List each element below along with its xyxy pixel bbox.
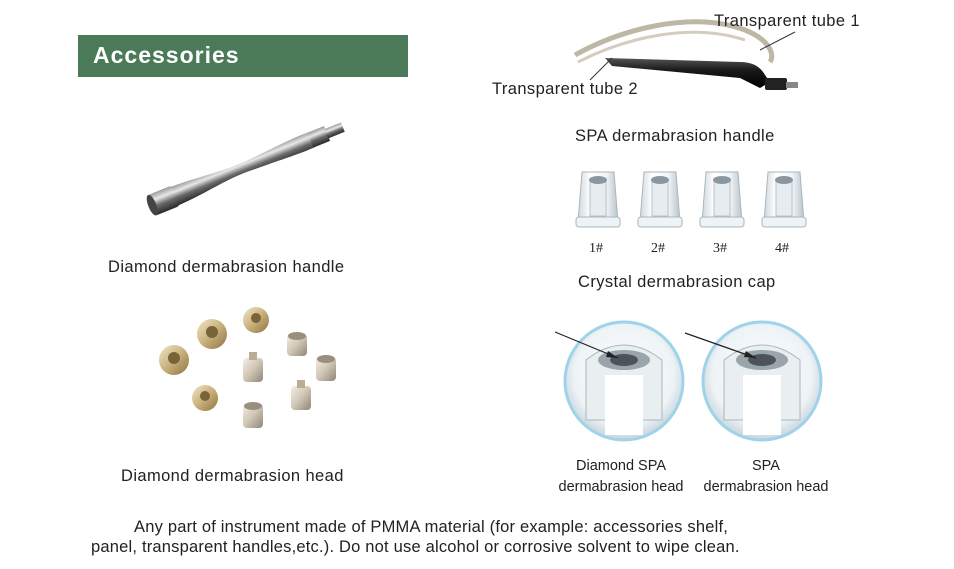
care-note: Any part of instrument made of PMMA mate… xyxy=(91,517,893,557)
diamond-spa-head-label-line1: Diamond SPA xyxy=(576,458,666,474)
diamond-handle-caption: Diamond dermabrasion handle xyxy=(108,258,345,276)
cap-number-1: 1# xyxy=(589,241,603,256)
spa-head-closeup xyxy=(684,320,823,442)
care-note-line2: panel, transparent handles,etc.). Do not… xyxy=(91,538,740,556)
cap-number-3: 3# xyxy=(713,241,727,256)
diamond-spa-head-closeup xyxy=(554,320,685,442)
crystal-cap-caption: Crystal dermabrasion cap xyxy=(578,273,776,291)
section-header-bar xyxy=(78,35,408,77)
spa-head-label-line2: dermabrasion head xyxy=(703,479,829,495)
diamond-spa-head-label: Diamond SPA dermabrasion head xyxy=(550,456,692,498)
spa-head-label: SPA dermabrasion head xyxy=(695,456,837,498)
cap-number-4: 4# xyxy=(775,241,789,256)
diamond-heads-image xyxy=(159,307,336,428)
diamond-head-caption: Diamond dermabrasion head xyxy=(121,467,344,485)
spa-head-label-line1: SPA xyxy=(752,458,780,474)
crystal-caps-image xyxy=(575,171,807,228)
care-note-line1: Any part of instrument made of PMMA mate… xyxy=(134,518,729,536)
tube1-label: Transparent tube 1 xyxy=(714,12,861,30)
spa-handle-caption: SPA dermabrasion handle xyxy=(575,127,775,145)
tube2-label: Transparent tube 2 xyxy=(492,80,639,98)
diamond-spa-head-label-line2: dermabrasion head xyxy=(558,479,684,495)
cap-number-2: 2# xyxy=(651,241,665,256)
section-title: Accessories xyxy=(93,42,240,68)
